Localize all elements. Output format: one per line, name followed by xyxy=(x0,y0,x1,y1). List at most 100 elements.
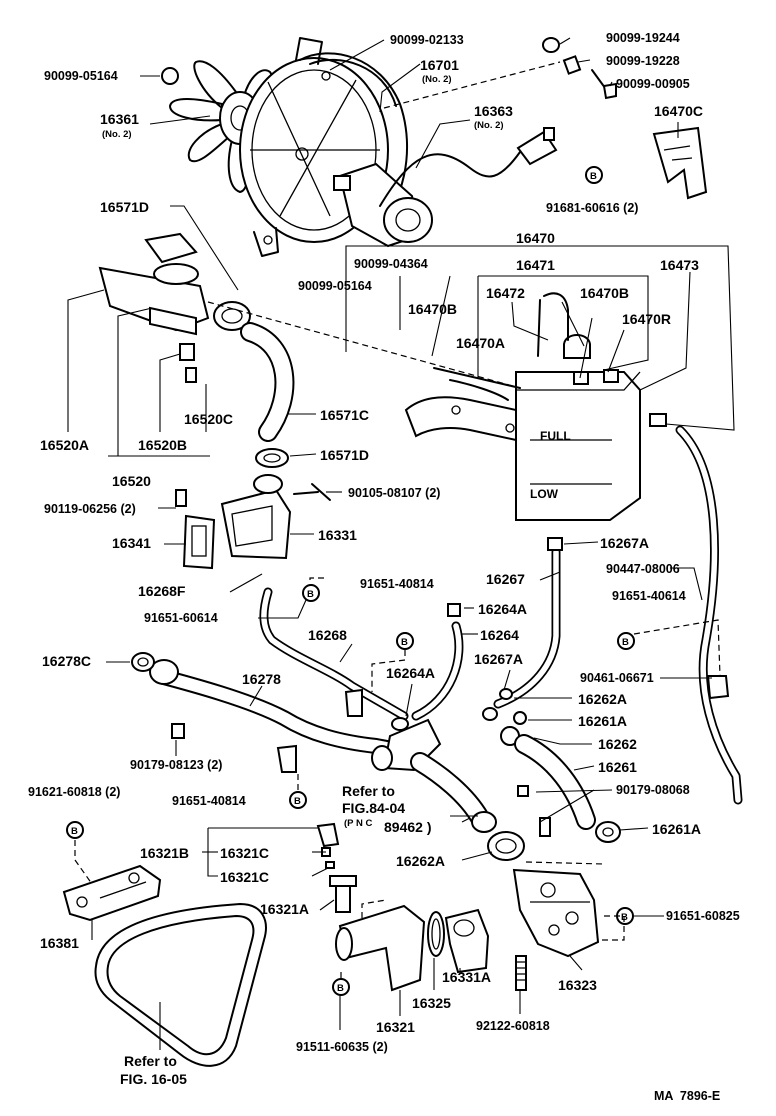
svg-text:B: B xyxy=(590,171,597,182)
label-90099-19244: 90099-19244 xyxy=(606,31,680,45)
label-16470B-a: 16470B xyxy=(580,285,629,301)
fan-motor-drawing xyxy=(333,127,558,248)
label-91511-60635: 91511-60635 (2) xyxy=(296,1040,388,1054)
label-91651-40614: 91651-40614 xyxy=(612,589,686,603)
water-outlet-assembly xyxy=(98,232,251,383)
label-16361: 16361 xyxy=(100,111,139,127)
ref-fig84-line3: (P N C xyxy=(344,818,372,829)
label-16278: 16278 xyxy=(242,671,281,687)
label-91621-60818: 91621-60818 (2) xyxy=(28,785,120,799)
label-16701-sub: (No. 2) xyxy=(422,74,452,85)
fan-assembly xyxy=(169,37,558,257)
label-16264: 16264 xyxy=(480,627,519,643)
label-16321A: 16321A xyxy=(260,901,309,917)
ref-fig16-line1: Refer to xyxy=(124,1053,177,1069)
water-inlet-16331 xyxy=(175,474,331,570)
fasteners-top-right xyxy=(161,37,617,100)
svg-text:B: B xyxy=(71,826,78,837)
b-callout-91651-60614: B xyxy=(302,584,320,602)
label-16267A-mid: 16267A xyxy=(474,651,523,667)
bracket-16470C xyxy=(652,126,708,200)
label-16268: 16268 xyxy=(308,627,347,643)
label-16470A: 16470A xyxy=(456,335,505,351)
label-16520A: 16520A xyxy=(40,437,89,453)
label-16571D-bot: 16571D xyxy=(320,447,369,463)
b-callout-91681: B xyxy=(585,166,603,184)
label-92122-60818: 92122-60818 xyxy=(476,1019,550,1033)
label-16321: 16321 xyxy=(376,1019,415,1035)
reference-notes: Refer to FIG.84-04 (P N C 89462 ) Refer … xyxy=(120,783,431,1087)
label-16473: 16473 xyxy=(660,257,699,273)
svg-text:B: B xyxy=(622,637,629,648)
water-pump-assembly xyxy=(316,785,600,992)
label-16520: 16520 xyxy=(112,473,151,489)
label-16471: 16471 xyxy=(516,257,555,273)
bracket-16381 xyxy=(62,864,162,922)
ref-fig84-line1: Refer to xyxy=(342,783,395,799)
label-16381: 16381 xyxy=(40,935,79,951)
label-90099-05164-top: 90099-05164 xyxy=(44,69,118,83)
svg-text:B: B xyxy=(401,637,408,648)
label-16267A-top: 16267A xyxy=(600,535,649,551)
ref-fig84-line3b: 89462 ) xyxy=(384,819,431,835)
label-90179-08068: 90179-08068 xyxy=(616,783,690,797)
label-91681-60616: 91681-60616 (2) xyxy=(546,201,638,215)
svg-text:B: B xyxy=(307,589,314,600)
label-16470B-b: 16470B xyxy=(408,301,457,317)
svg-text:B: B xyxy=(337,983,344,994)
label-90179-08123: 90179-08123 (2) xyxy=(130,758,222,772)
label-16361-sub: (No. 2) xyxy=(102,129,132,140)
label-91651-40814-top: 91651-40814 xyxy=(360,577,434,591)
label-16325: 16325 xyxy=(412,995,451,1011)
b-callout-91621: B xyxy=(66,821,84,839)
label-90099-02133: 90099-02133 xyxy=(390,33,464,47)
diagram-code: MA 7896-E xyxy=(654,1089,720,1103)
label-91651-40814-bot: 91651-40814 xyxy=(172,794,246,808)
label-16264A-top: 16264A xyxy=(478,601,527,617)
label-16363: 16363 xyxy=(474,103,513,119)
label-16261: 16261 xyxy=(598,759,637,775)
label-90099-04364: 90099-04364 xyxy=(354,257,428,271)
label-16571C: 16571C xyxy=(320,407,369,423)
reserve-tank: FULL LOW xyxy=(404,292,667,521)
label-16321B: 16321B xyxy=(140,845,189,861)
label-16331: 16331 xyxy=(318,527,357,543)
b-callout-91651-40814-top: B xyxy=(396,632,414,650)
label-16321C-a: 16321C xyxy=(220,845,269,861)
b-callout-91651-40614: B xyxy=(617,632,635,650)
label-91651-60825: 91651-60825 xyxy=(666,909,740,923)
overflow-hose-90447 xyxy=(675,425,743,805)
label-16264A-mid: 16264A xyxy=(386,665,435,681)
b-callout-91651-40814-bot: B xyxy=(289,791,307,809)
label-16268F: 16268F xyxy=(138,583,186,599)
label-16363-sub: (No. 2) xyxy=(474,120,504,131)
label-16262A-bot: 16262A xyxy=(396,853,445,869)
tank-full-mark: FULL xyxy=(540,429,571,443)
label-91651-60614: 91651-60614 xyxy=(144,611,218,625)
label-16520C: 16520C xyxy=(184,411,233,427)
ref-fig16-line2: FIG. 16-05 xyxy=(120,1071,187,1087)
svg-text:B: B xyxy=(294,796,301,807)
ref-fig84-line2: FIG.84-04 xyxy=(342,800,405,816)
label-16470C: 16470C xyxy=(654,103,703,119)
label-90099-05164-mid: 90099-05164 xyxy=(298,279,372,293)
label-90461-06671: 90461-06671 xyxy=(580,671,654,685)
label-16267: 16267 xyxy=(486,571,525,587)
label-90119-06256: 90119-06256 (2) xyxy=(44,502,136,516)
label-16262: 16262 xyxy=(598,736,637,752)
label-16278C: 16278C xyxy=(42,653,91,669)
label-16261A-top: 16261A xyxy=(578,713,627,729)
b-callout-91511: B xyxy=(332,978,350,996)
label-90099-00905: 90099-00905 xyxy=(616,77,690,91)
label-16331A: 16331A xyxy=(442,969,491,985)
v-belt xyxy=(94,903,267,1067)
label-16520B: 16520B xyxy=(138,437,187,453)
dashed-lines xyxy=(74,61,721,978)
label-16323: 16323 xyxy=(558,977,597,993)
label-16262A-top: 16262A xyxy=(578,691,627,707)
label-16261A-bot: 16261A xyxy=(652,821,701,837)
label-90099-19228: 90099-19228 xyxy=(606,54,680,68)
part-labels: 90099-02133 90099-19244 90099-19228 9009… xyxy=(28,31,740,1054)
label-16571D-top: 16571D xyxy=(100,199,149,215)
